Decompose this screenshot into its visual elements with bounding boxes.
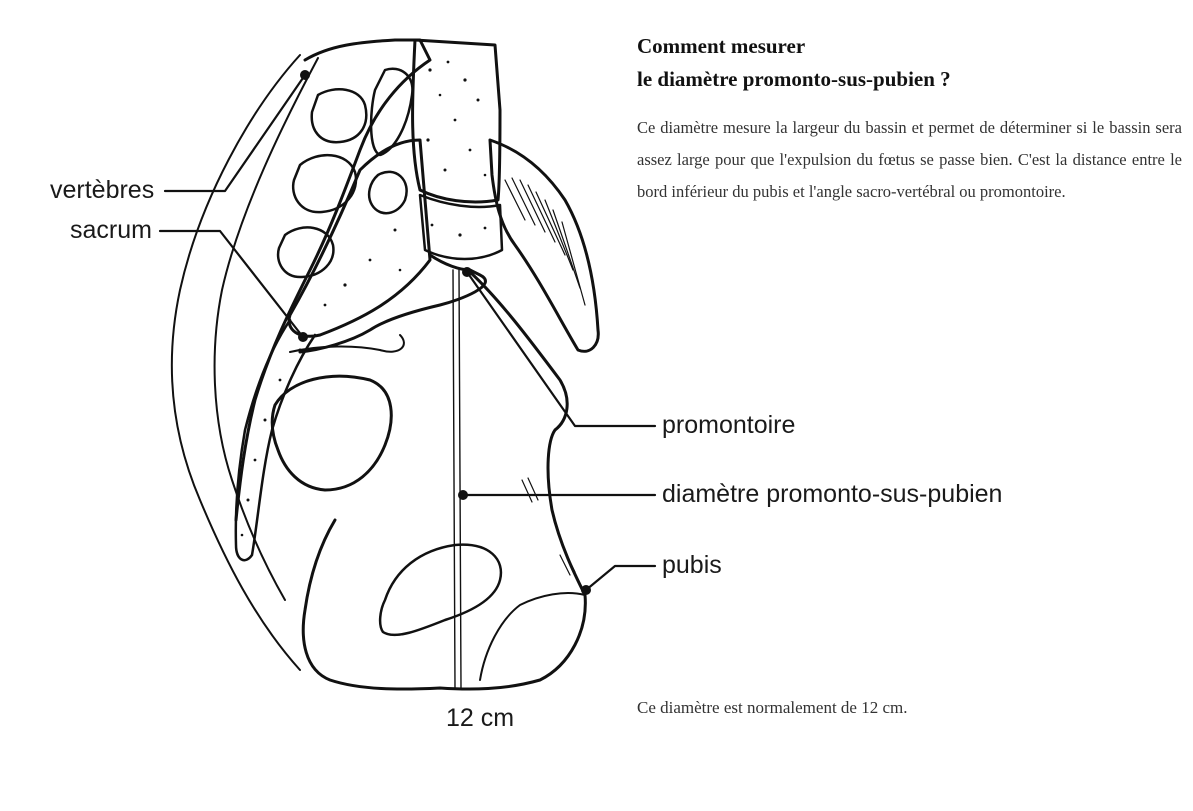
leader-vertebrae bbox=[165, 75, 305, 191]
label-sacrum: sacrum bbox=[70, 218, 152, 243]
diameter-line-b bbox=[459, 270, 461, 688]
diameter-line-a bbox=[453, 270, 455, 688]
marker-pubis bbox=[581, 585, 591, 595]
measurement-label: 12 cm bbox=[446, 706, 514, 731]
spinal-column-outline bbox=[236, 40, 430, 520]
leader-promontory bbox=[467, 272, 655, 426]
sacrum-body bbox=[289, 140, 430, 336]
leader-pubis bbox=[586, 566, 655, 590]
marker-sacrum bbox=[298, 332, 308, 342]
spine-outer-outline bbox=[172, 55, 300, 670]
lumbar-vertebra-lower bbox=[420, 195, 502, 259]
label-pubis: pubis bbox=[662, 553, 722, 578]
vertebra-1 bbox=[312, 89, 367, 142]
sacro-promontory bbox=[300, 255, 485, 352]
description-paragraph: Ce diamètre mesure la largeur du bassin … bbox=[637, 112, 1182, 208]
label-diameter: diamètre promonto-sus-pubien bbox=[662, 482, 1002, 507]
pubic-ramus bbox=[480, 593, 585, 680]
iliac-wing bbox=[490, 140, 598, 351]
marker-promontory bbox=[462, 267, 472, 277]
marker-diameter bbox=[458, 490, 468, 500]
label-promontory: promontoire bbox=[662, 413, 795, 438]
label-vertebrae: vertèbres bbox=[50, 178, 154, 203]
bone-stipple bbox=[241, 61, 487, 537]
normal-value-note: Ce diamètre est normalement de 12 cm. bbox=[637, 698, 908, 718]
femoral-head bbox=[272, 376, 391, 490]
page-heading: Comment mesurer le diamètre promonto-sus… bbox=[637, 30, 1177, 96]
marker-vertebrae bbox=[300, 70, 310, 80]
vertebra-disc-2 bbox=[369, 172, 407, 213]
obturator-foramen bbox=[380, 545, 501, 635]
pelvic-front-outline bbox=[303, 272, 585, 689]
spine-outer-outline-2 bbox=[215, 58, 318, 600]
heading-line-1: Comment mesurer bbox=[637, 30, 1177, 63]
heading-line-2: le diamètre promonto-sus-pubien ? bbox=[637, 63, 1177, 96]
